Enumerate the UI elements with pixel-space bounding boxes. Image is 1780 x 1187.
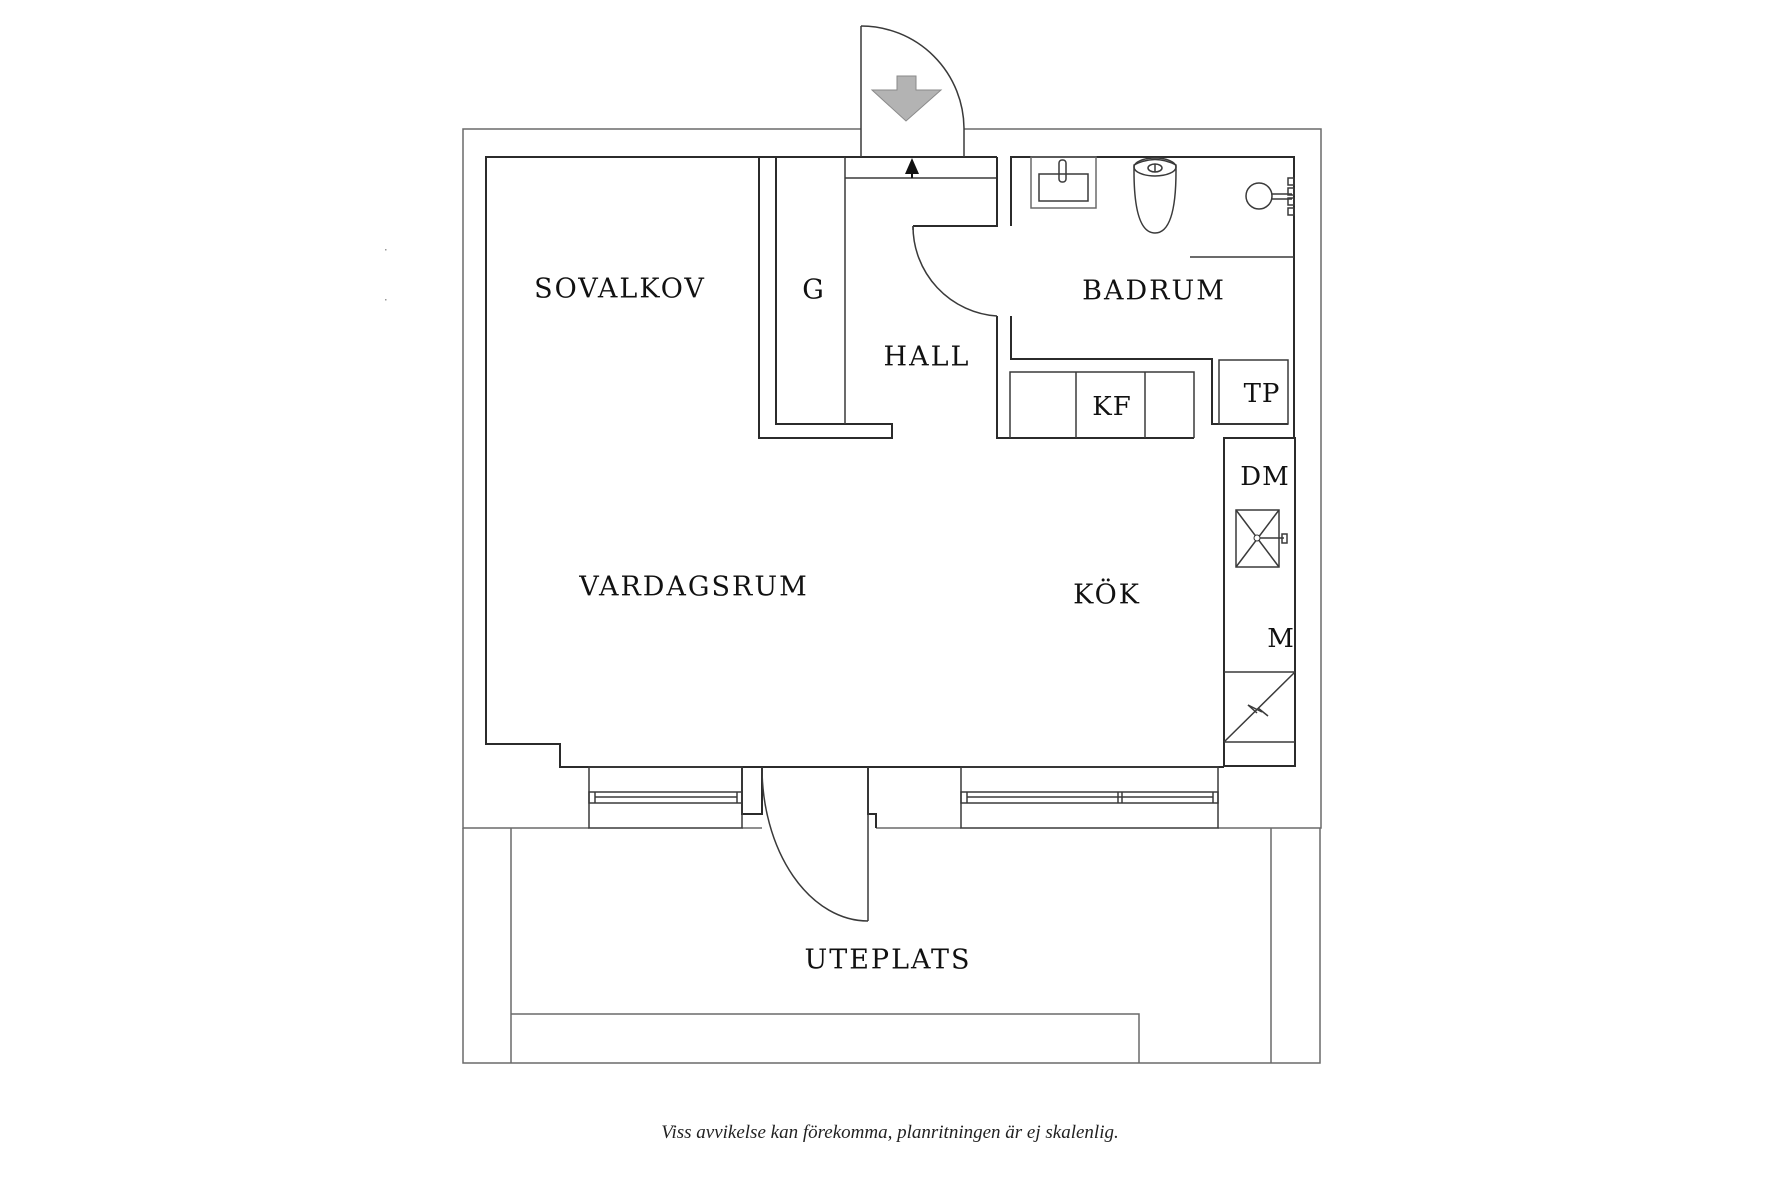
speck	[385, 249, 387, 251]
room-label-kok: KÖK	[1073, 579, 1141, 611]
fixture-label-kf: KF	[1092, 392, 1132, 422]
toilet-icon	[1133, 157, 1177, 234]
living-area-wall	[485, 156, 893, 768]
entrance-arrow-icon	[870, 75, 943, 122]
entrance-door[interactable]	[860, 25, 965, 157]
patio-door[interactable]	[761, 766, 869, 922]
laundry-box	[1218, 359, 1289, 425]
fixture-label-tp: TP	[1243, 379, 1281, 409]
disclaimer-text: Viss avvikelse kan förekomma, planritnin…	[661, 1122, 1119, 1143]
shower-icon	[1245, 177, 1295, 216]
fixture-label-m: M	[1267, 624, 1295, 654]
kitchen-sink-icon	[1235, 509, 1288, 568]
window-left	[588, 766, 743, 829]
room-label-badrum: BADRUM	[1082, 275, 1226, 307]
outer-wall	[462, 128, 1322, 829]
room-label-vardagsrum: VARDAGSRUM	[579, 571, 809, 603]
fixture-label-dm: DM	[1240, 462, 1290, 492]
bathroom-door[interactable]	[912, 225, 998, 317]
room-label-uteplats: UTEPLATS	[804, 944, 972, 976]
room-label-sovalkov: SOVALKOV	[534, 273, 706, 305]
bathroom-sink-icon	[1030, 156, 1097, 209]
kitchen-counter	[1223, 437, 1296, 767]
hall-entrance	[845, 156, 1194, 439]
speck	[385, 299, 387, 301]
room-label-hall: HALL	[883, 341, 971, 373]
room-label-garderob: G	[802, 274, 826, 306]
fridge-freezer-cabinet	[1009, 371, 1195, 438]
window-right	[960, 766, 1219, 829]
patio-outline	[462, 828, 1321, 1064]
entry-direction-arrow-icon	[905, 158, 919, 178]
wardrobe	[776, 156, 846, 424]
